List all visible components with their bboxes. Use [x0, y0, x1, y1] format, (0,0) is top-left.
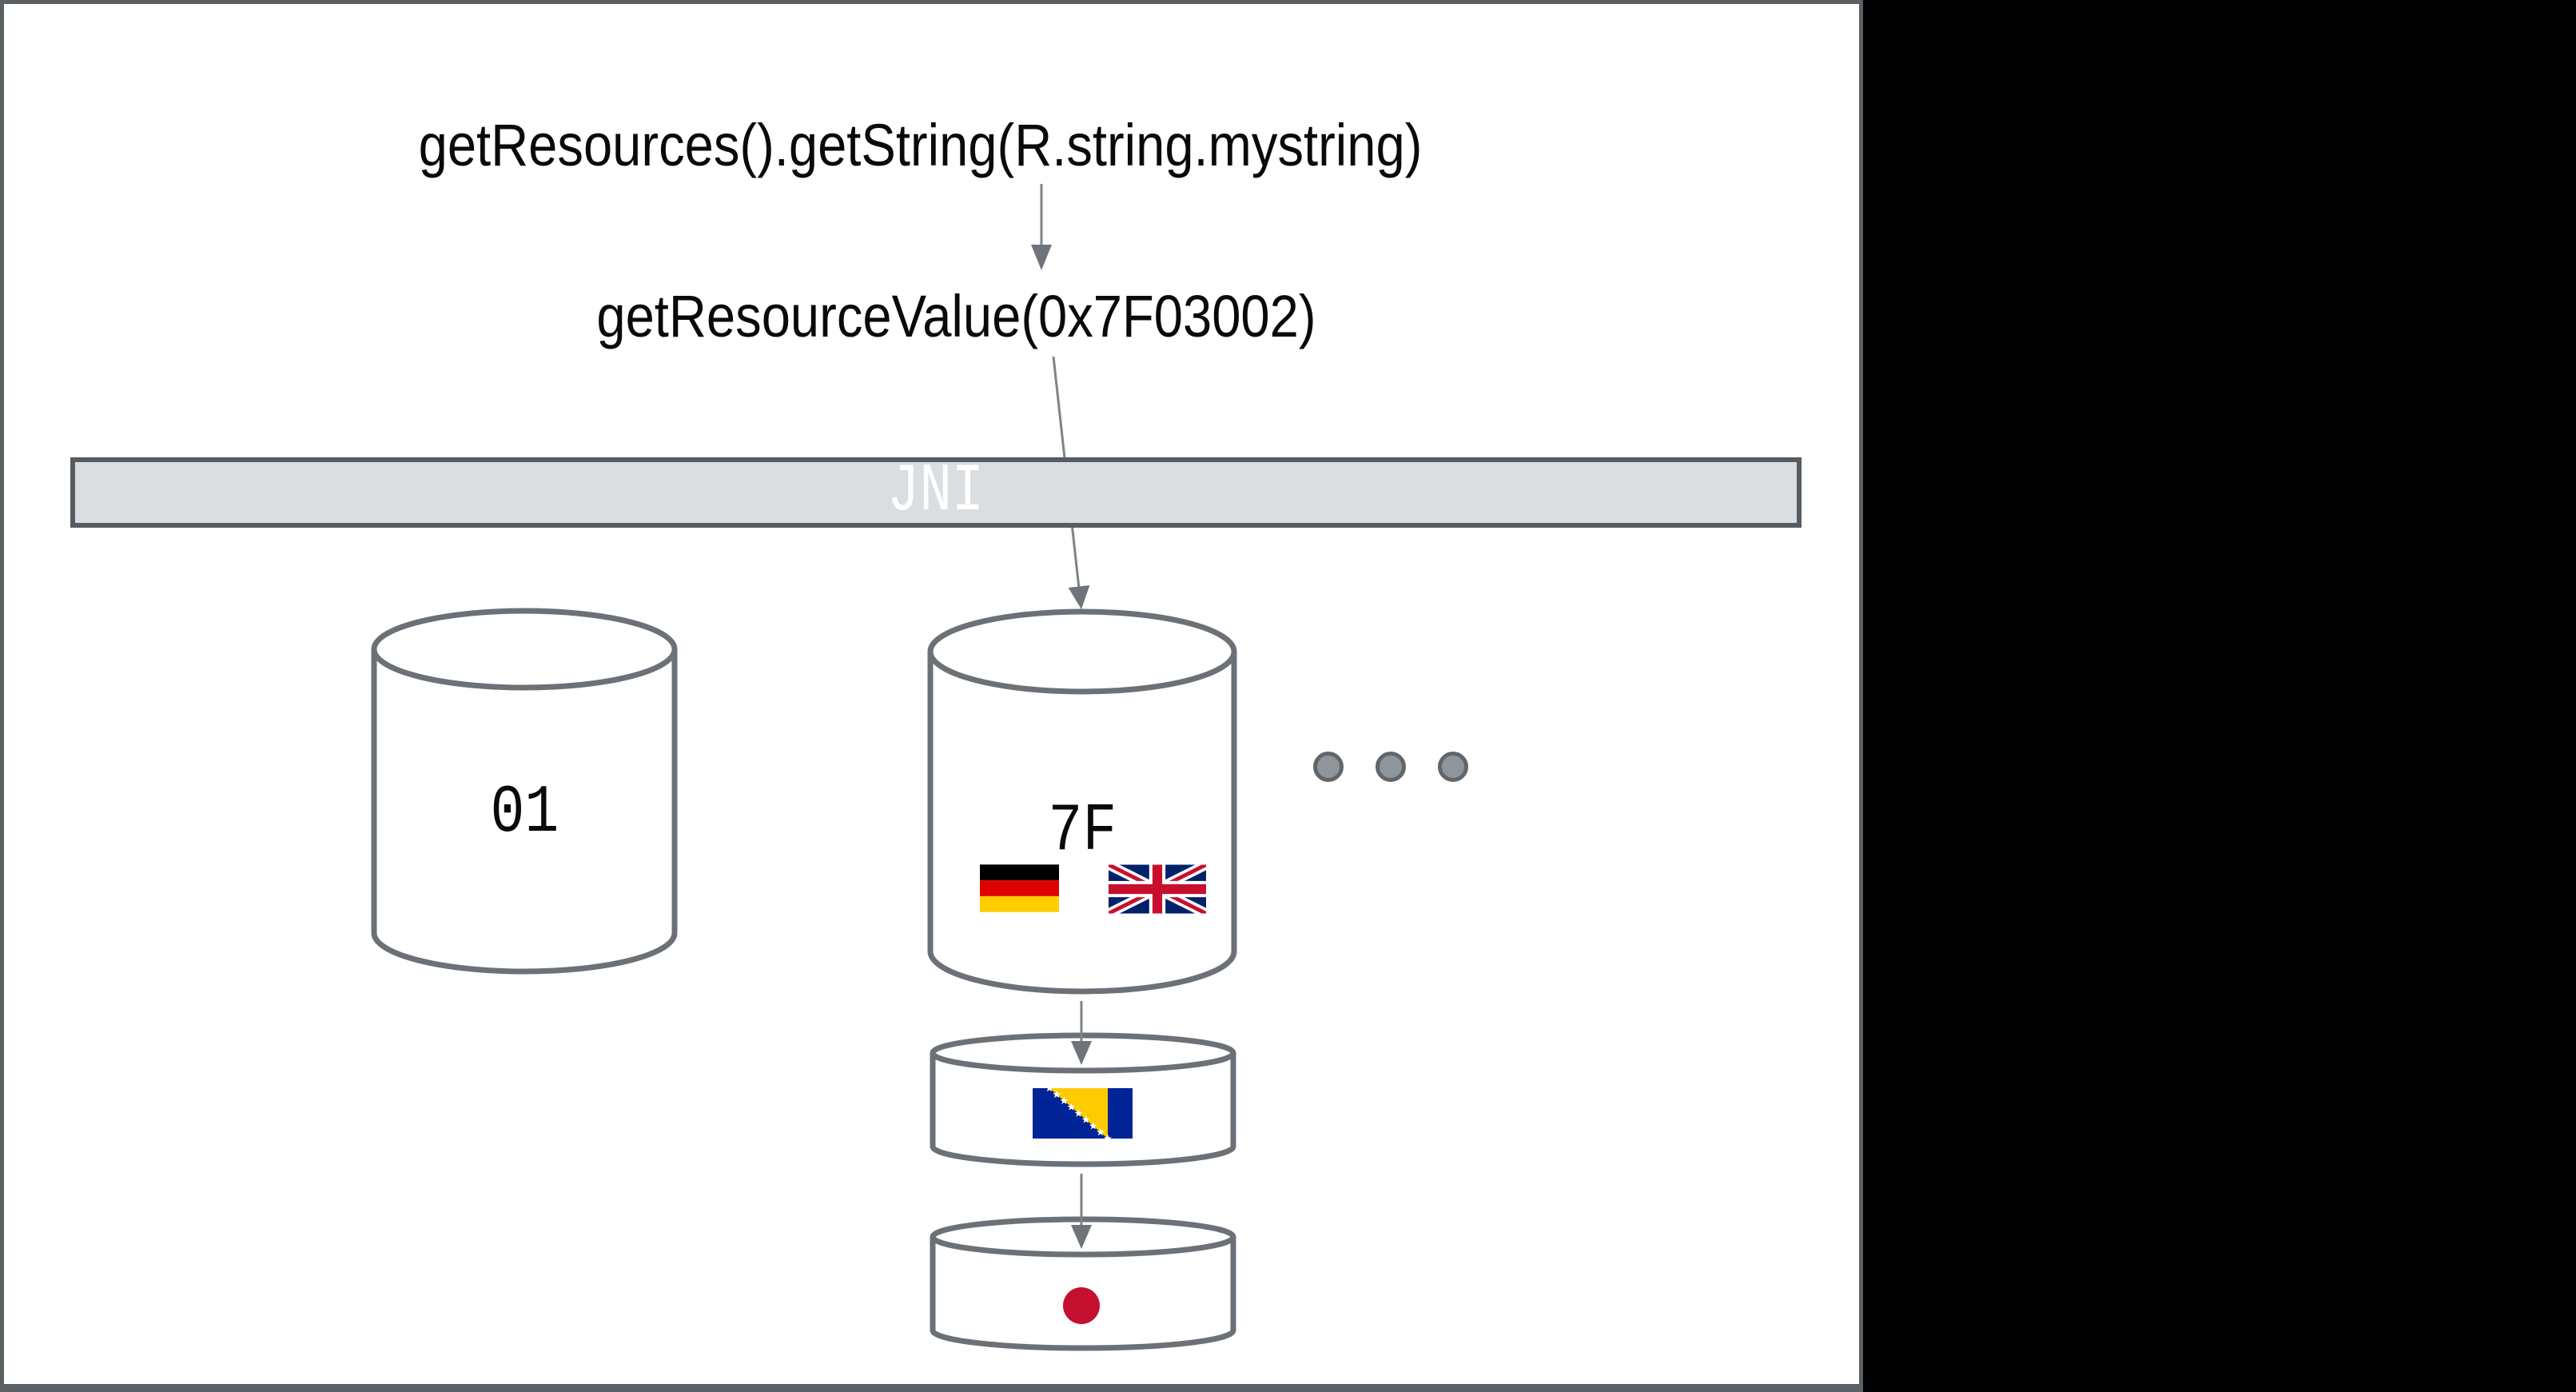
- config-cylinder-japan: [930, 1216, 1236, 1351]
- ellipsis-dot-icon: [1376, 752, 1406, 782]
- api-call-text-inner: getResources().getString(R.string.mystri…: [418, 112, 1422, 178]
- germany-flag-icon: [980, 864, 1059, 912]
- resource-value-call-text-inner: getResourceValue(0x7F03002): [595, 283, 1316, 349]
- package-7f-label: 7F: [1048, 794, 1117, 870]
- api-call-text: getResources().getString(R.string.mystri…: [121, 111, 1719, 180]
- package-cylinder-01: [371, 608, 678, 975]
- japan-flag-icon: [1063, 1287, 1100, 1324]
- jni-layer-bar: JNI: [70, 457, 1802, 528]
- package-01-label: 01: [490, 776, 559, 852]
- ellipsis-dot-icon: [1313, 752, 1344, 782]
- ellipsis-dot-icon: [1438, 752, 1468, 782]
- jni-layer-label: JNI: [887, 454, 985, 530]
- letterbox-right: [1863, 0, 2576, 1392]
- bosnia-herzegovina-flag-icon: [1033, 1088, 1133, 1139]
- resource-value-call-text: getResourceValue(0x7F03002): [157, 282, 1755, 351]
- uk-flag-icon: [1109, 864, 1206, 914]
